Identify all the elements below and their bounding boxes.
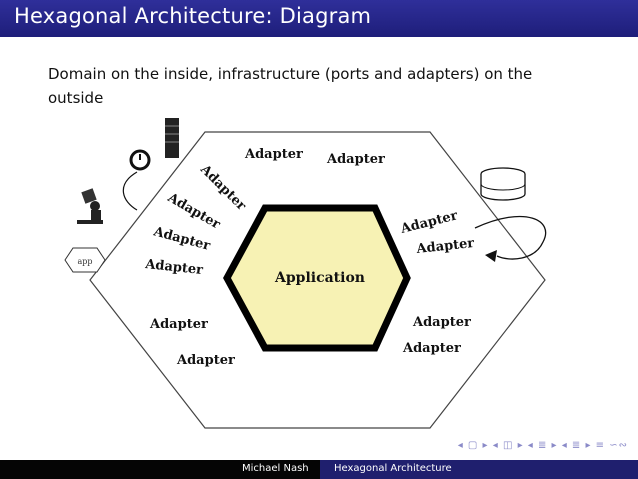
slide-navigation-controls[interactable]: ◂ ▢ ▸ ◂ ◫ ▸ ◂ ≣ ▸ ◂ ≣ ▸ ≡ ∽∾ (457, 440, 628, 451)
slide-title-bar: Hexagonal Architecture: Diagram (0, 0, 638, 37)
footer-short-title: Hexagonal Architecture (334, 463, 452, 474)
adapter-label: Adapter (412, 315, 471, 330)
adapter-label: Adapter (244, 147, 303, 162)
adapter-label: Adapter (326, 152, 385, 167)
slide-subtitle: Domain on the inside, infrastructure (po… (48, 65, 533, 107)
database-icon (480, 167, 526, 201)
slide-footer: Michael Nash Hexagonal Architecture (0, 460, 638, 479)
application-label: Application (274, 270, 365, 286)
footer-title-panel: Hexagonal Architecture (320, 460, 638, 479)
app-badge-icon: app (64, 247, 106, 273)
server-tower-icon (165, 118, 179, 158)
footer-author-panel: Michael Nash (0, 460, 320, 479)
adapter-label: Adapter (176, 353, 235, 368)
adapter-label: Adapter (415, 236, 475, 257)
external-link-arrow (474, 215, 547, 262)
application-hexagon (223, 204, 411, 352)
clock-icon (122, 149, 151, 211)
adapter-label: Adapter (402, 341, 461, 356)
adapter-label: Adapter (144, 257, 204, 278)
user-at-desk-icon (77, 188, 103, 224)
footer-author: Michael Nash (242, 463, 309, 474)
adapter-label: Adapter (149, 317, 208, 332)
slide-title: Hexagonal Architecture: Diagram (14, 4, 372, 28)
app-badge-label: app (77, 257, 92, 266)
hexagonal-architecture-diagram: Application Adapter Adapter Adapter Adap… (64, 118, 547, 429)
